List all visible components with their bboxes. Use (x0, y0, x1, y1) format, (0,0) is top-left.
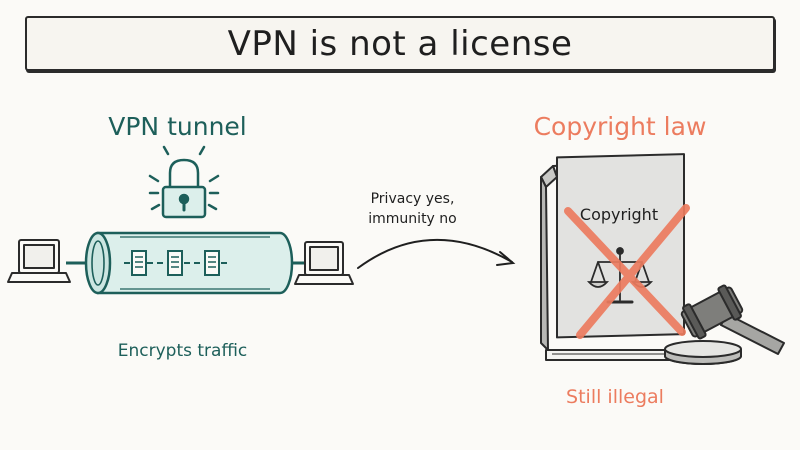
still-illegal-caption: Still illegal (566, 386, 664, 408)
gavel-icon (664, 284, 785, 365)
encrypts-traffic-caption: Encrypts traffic (117, 341, 248, 361)
page-title: VPN is not a license (227, 23, 573, 64)
title-banner: VPN is not a license (25, 16, 775, 71)
curved-arrow (357, 239, 516, 269)
document-icon-3 (204, 250, 220, 276)
copyright-law-heading: Copyright law (533, 112, 707, 141)
copyright-book (540, 153, 685, 361)
cross-mark-icon (564, 204, 690, 339)
book-title: Copyright (580, 205, 658, 224)
document-icon-2 (167, 250, 183, 276)
laptop-icon-right (294, 241, 354, 285)
vpn-tunnel (84, 231, 294, 295)
document-icon-1 (131, 250, 147, 276)
vpn-tunnel-heading: VPN tunnel (108, 112, 247, 141)
arrow-label-line-1: Privacy yes, (370, 191, 455, 207)
arrow-label: Privacy yes, immunity no (350, 189, 475, 229)
arrow-label-line-2: immunity no (368, 211, 457, 227)
laptop-icon-left (7, 239, 71, 283)
padlock-icon (148, 145, 220, 219)
